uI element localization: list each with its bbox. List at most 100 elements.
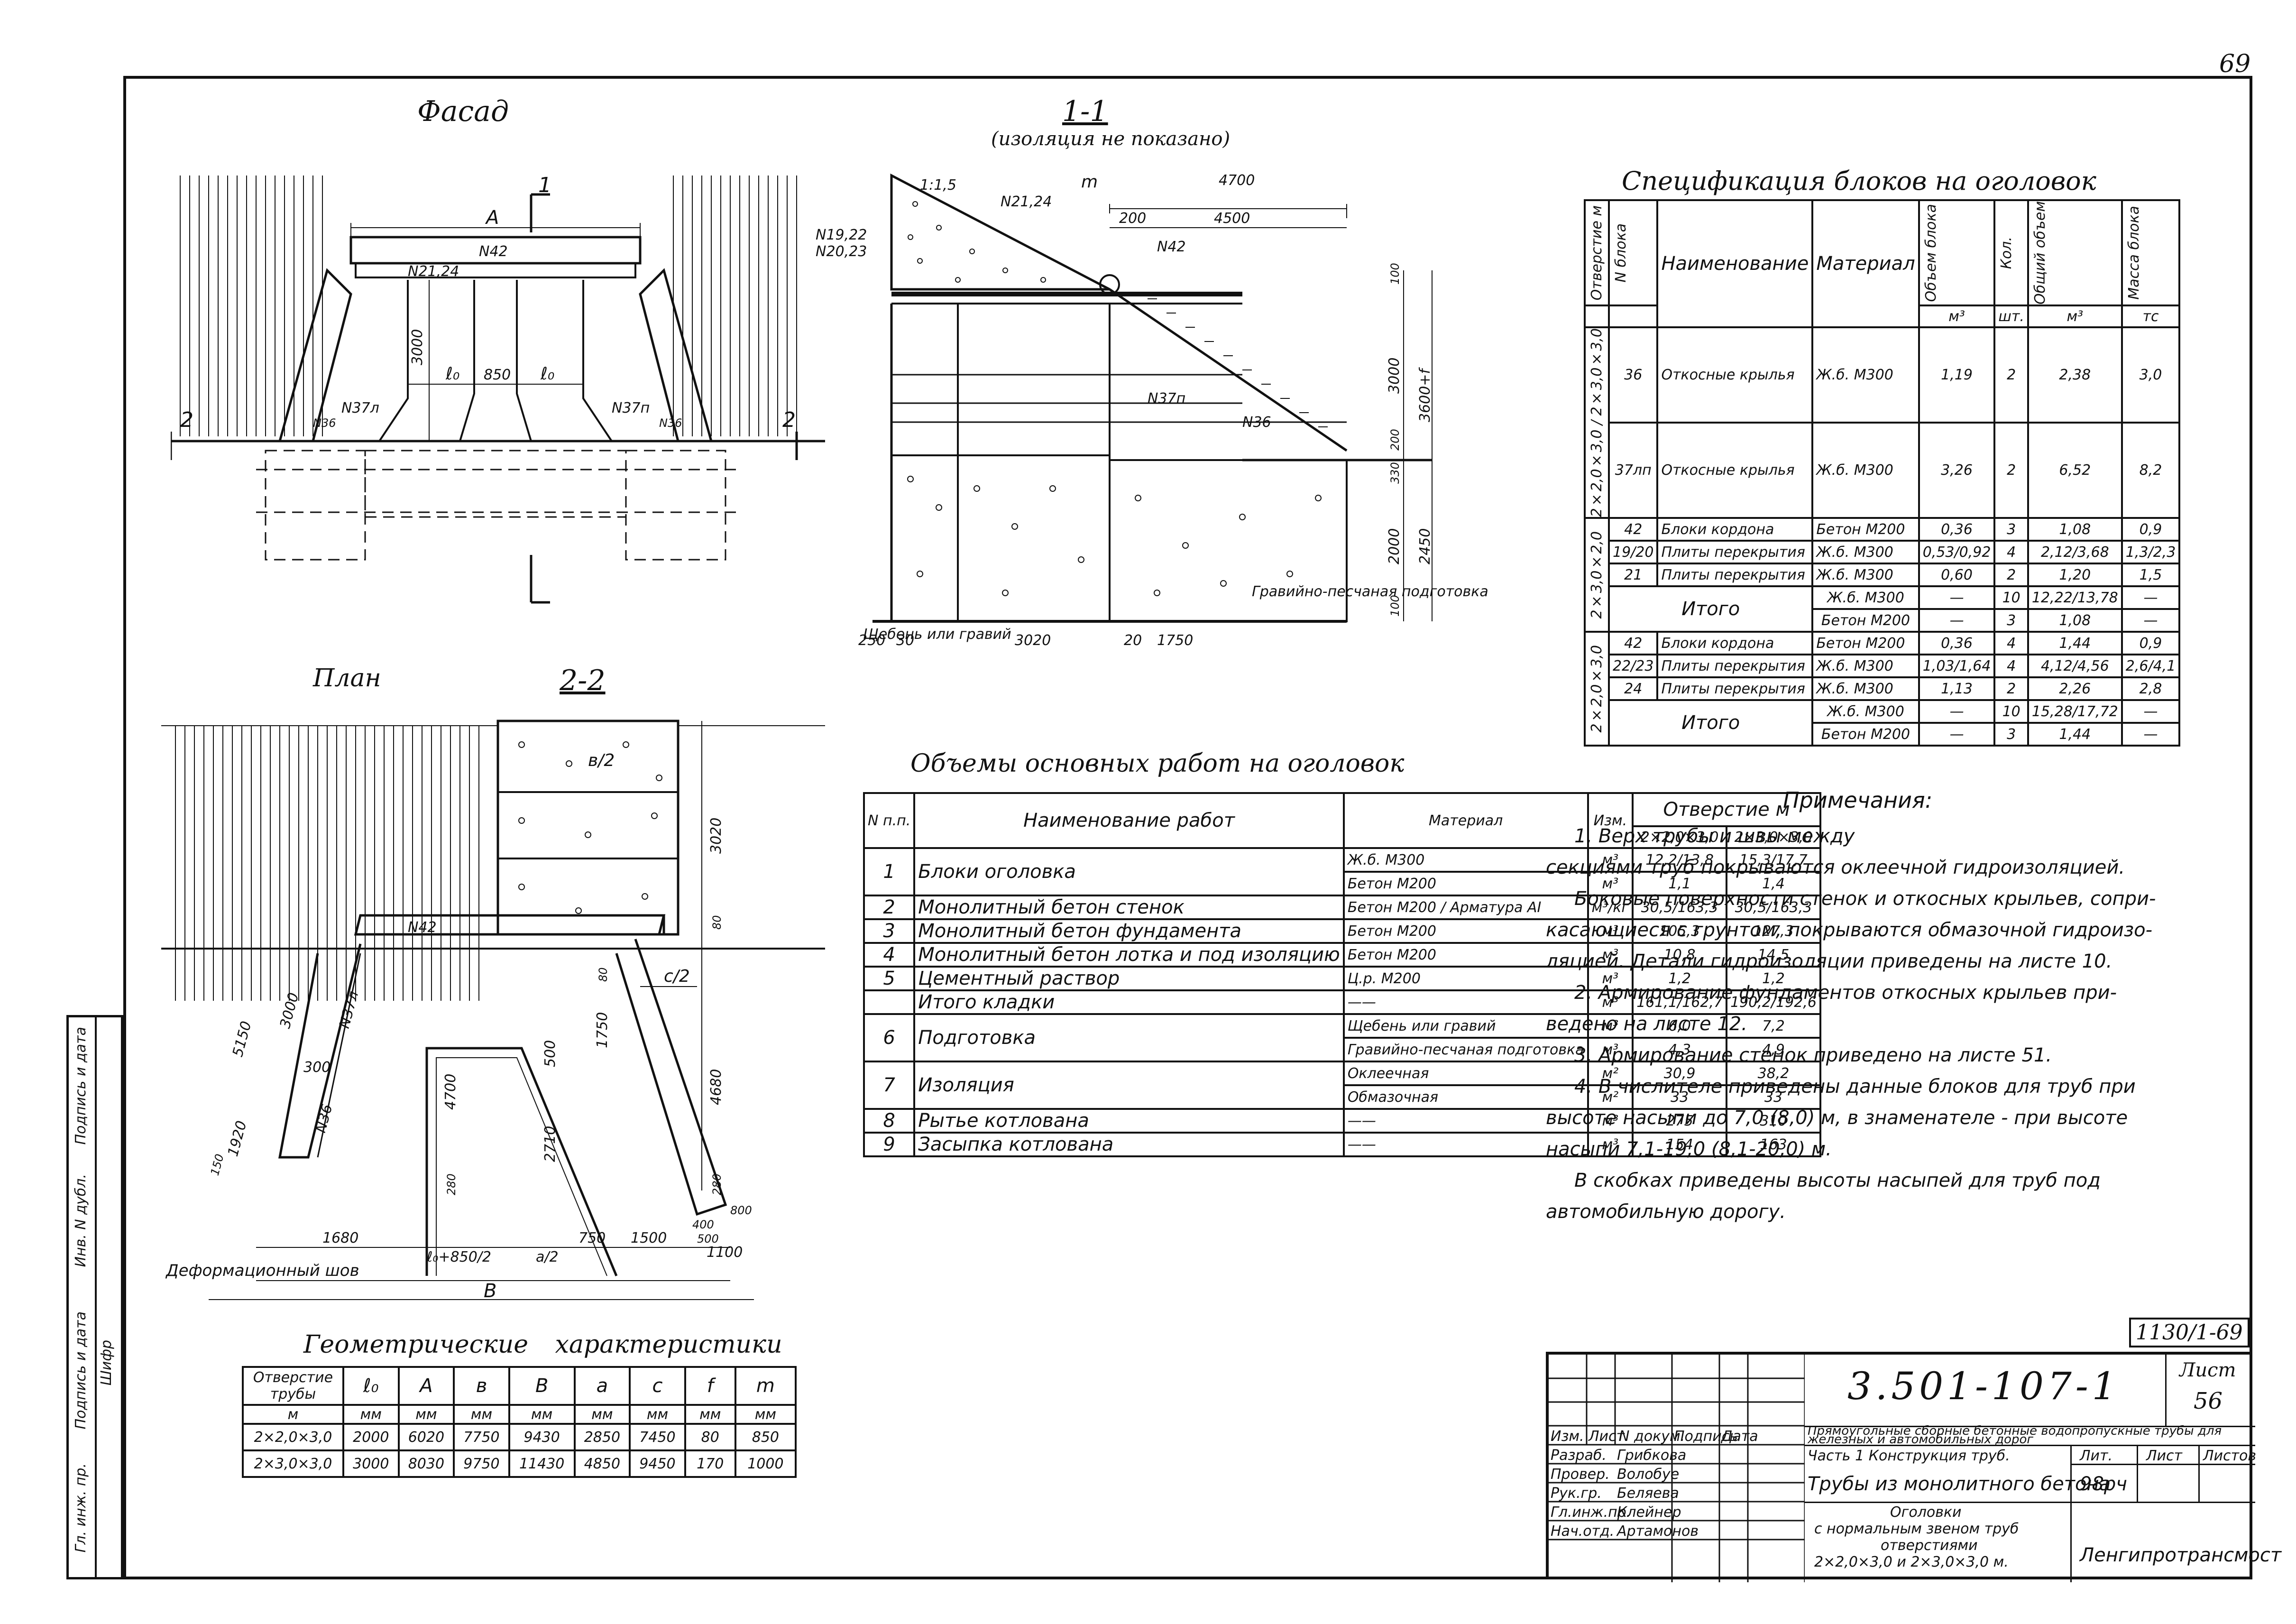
works-n: 5 <box>863 966 916 991</box>
geom-header: в <box>453 1366 510 1406</box>
note-line: насыпи 7,1-19,0 (8,1-20,0) м. <box>1546 1138 1832 1160</box>
fasad-cut2b: 2 <box>782 408 796 432</box>
plan-800: 800 <box>730 1204 752 1217</box>
s11-2000: 2000 <box>1386 528 1403 564</box>
geom-unit: мм <box>508 1404 576 1425</box>
spec-h-qty: Кол. <box>1993 199 2029 307</box>
plan-n37l: N37л <box>336 989 362 1030</box>
works-unit: м³ <box>1587 1013 1634 1039</box>
works-name: Итого кладки <box>913 989 1345 1015</box>
stamp-role: Рук.гр. <box>1551 1485 1602 1502</box>
works-v2: 14,5 <box>1726 942 1821 968</box>
geom-cell: 4850 <box>573 1449 631 1478</box>
stamp-person: Клейнер <box>1617 1504 1681 1521</box>
geom-unit: мм <box>573 1404 631 1425</box>
spec-h-n: N блока <box>1607 199 1659 307</box>
spec-cell: — <box>2121 585 2181 610</box>
plan-l0: ℓ₀+850/2 <box>426 1249 491 1265</box>
spec-cell: Бетон М200 <box>1811 517 1920 542</box>
works-mat: Оклеечная <box>1342 1061 1589 1086</box>
s11-200b: 200 <box>1388 429 1402 451</box>
note-line: 4. В числителе приведены данные блоков д… <box>1574 1076 2136 1098</box>
geom-header: a <box>573 1366 631 1406</box>
fasad-cut1: 1 <box>538 173 551 197</box>
spec-cell: 2,6/4,1 <box>2121 654 2181 679</box>
plan-1680: 1680 <box>322 1230 358 1246</box>
plan-5150: 5150 <box>230 1019 255 1059</box>
geom-unit: мм <box>453 1404 510 1425</box>
spec-cell: — <box>1918 585 1996 610</box>
plan-4700: 4700 <box>442 1074 459 1110</box>
works-unit: м³ <box>1587 1108 1634 1134</box>
spec-cell: 1,3/2,3 <box>2121 540 2181 565</box>
spec-u4: тс <box>2121 304 2181 329</box>
works-title: Объемы основных работ на оголовок <box>910 749 1405 778</box>
spec-cell: Ж.б. М300 <box>1811 540 1920 565</box>
spec-cell: — <box>1918 608 1996 633</box>
spec-cell: 4 <box>1993 631 2029 656</box>
works-v1: 33 <box>1632 1084 1728 1110</box>
stamp-role: Нач.отд. <box>1551 1523 1615 1540</box>
spec-cell: 36 <box>1607 326 1659 424</box>
spec-cell: 22/23 <box>1607 654 1659 679</box>
s11-n36: N36 <box>1242 414 1271 431</box>
fasad-n36b: N36 <box>659 416 682 430</box>
spec-cell: Откосные крылья <box>1656 422 1814 519</box>
works-v1: 4,3 <box>1632 1037 1728 1062</box>
spec-cell: 15,28/17,72 <box>2027 699 2123 724</box>
plan-280b: 280 <box>710 1173 724 1195</box>
plan-500b: 500 <box>697 1232 719 1246</box>
spec-h-mass: Масса блока <box>2121 199 2181 307</box>
s11-n42: N42 <box>1157 239 1186 255</box>
spec-cell: 0,36 <box>1918 517 1996 542</box>
spec-cell: 1,08 <box>2027 608 2123 633</box>
works-v2: 1,4 <box>1726 871 1821 896</box>
stamp-col-izm: Изм. <box>1551 1428 1584 1445</box>
geom-unit: мм <box>342 1404 400 1425</box>
geom-header: c <box>629 1366 686 1406</box>
note-line: касающиеся с грунтом, покрываются обмазо… <box>1546 919 2153 941</box>
geom-unit: мм <box>397 1404 455 1425</box>
works-unit: м² <box>1587 1084 1634 1110</box>
works-v2: 7,2 <box>1726 1013 1821 1039</box>
geom-unit: м <box>242 1404 344 1425</box>
plan-n42: N42 <box>408 919 437 936</box>
stamp-lit: Лит. <box>2080 1448 2113 1464</box>
spec-cell: 2,38 <box>2027 326 2123 424</box>
spec-cell: 2,26 <box>2027 676 2123 701</box>
plan-title: План <box>313 664 381 692</box>
s11-250: 250 <box>858 632 885 649</box>
fasad-n2124: N21,24 <box>408 263 459 280</box>
s11-n2023: N20,23 <box>816 243 867 260</box>
geom-cell: 1000 <box>734 1449 797 1478</box>
plan-750: 750 <box>579 1230 606 1246</box>
geom-header: ℓ₀ <box>342 1366 400 1406</box>
stamp-desc1: Оголовки <box>1890 1504 1962 1521</box>
works-v2: 163 <box>1726 1132 1821 1157</box>
plan-80: 80 <box>710 915 724 930</box>
spec-group-label: 2×2,0×3,0 / 2×3,0×3,0 <box>1584 326 1610 519</box>
plan-400: 400 <box>692 1218 714 1231</box>
spec-cell: 1,44 <box>2027 722 2123 747</box>
stamp-code: 3.501-107-1 <box>1847 1364 2120 1408</box>
works-v1: 6,0 <box>1632 1013 1728 1039</box>
geom-cell: 7750 <box>453 1423 510 1451</box>
plan-150: 150 <box>208 1153 227 1177</box>
spec-total-label: Итого <box>1607 699 1814 747</box>
stamp-person: Беляева <box>1617 1485 1679 1502</box>
plan-3000: 3000 <box>277 991 303 1030</box>
works-v2: 4,9 <box>1726 1037 1821 1062</box>
plan-b2: в/2 <box>588 751 615 770</box>
spec-cell: 2,12/3,68 <box>2027 540 2123 565</box>
works-mat: Ц.р. М200 <box>1342 966 1589 991</box>
works-v1: 12,2/13,8 <box>1632 847 1728 873</box>
spec-cell: Ж.б. М300 <box>1811 676 1920 701</box>
note-line: автомобильную дорогу. <box>1546 1201 1786 1223</box>
